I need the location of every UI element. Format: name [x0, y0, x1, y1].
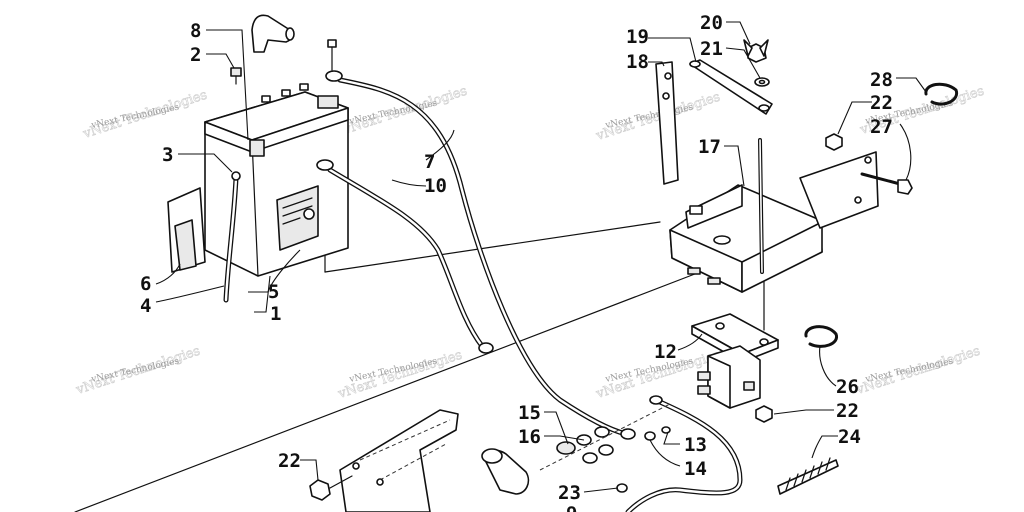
terminal-cap — [249, 139, 265, 157]
watermark: vNext Technologies — [90, 356, 181, 385]
nut — [825, 133, 843, 151]
washer — [754, 77, 770, 87]
callout-7: 7 — [424, 151, 435, 173]
solenoid-cable — [625, 395, 743, 512]
hold-down-strap — [689, 59, 773, 115]
wing-nut — [743, 39, 769, 63]
callout-18: 18 — [626, 51, 649, 73]
callout-8: 8 — [190, 20, 201, 42]
callout-9: 9 — [566, 503, 577, 512]
negative-cable — [316, 159, 494, 354]
callout-15: 15 — [518, 402, 541, 424]
battery-tray — [669, 151, 879, 293]
callout-6: 6 — [140, 273, 151, 295]
callout-17: 17 — [698, 136, 721, 158]
callout-22-left: 22 — [278, 450, 301, 472]
terminal-boot — [251, 14, 295, 53]
callout-13: 13 — [684, 434, 707, 456]
hold-down-rod — [758, 138, 764, 274]
snap-ring-bottom — [804, 325, 839, 348]
callout-14: 14 — [684, 458, 707, 480]
frame-bracket — [339, 409, 459, 512]
frame-nut — [309, 475, 353, 501]
callout-16: 16 — [518, 426, 541, 448]
battery — [204, 83, 349, 277]
cable-screw — [327, 39, 337, 71]
callout-19: 19 — [626, 26, 649, 48]
battery-pad — [167, 187, 206, 273]
callout-10: 10 — [424, 175, 447, 197]
watermark: vNext Technologies — [90, 102, 181, 131]
spring — [777, 457, 839, 495]
callout-26: 26 — [836, 376, 859, 398]
hardware-washers — [539, 403, 671, 493]
terminal-cover — [481, 448, 530, 495]
callout-21: 21 — [700, 38, 723, 60]
callout-5: 5 — [268, 281, 279, 303]
callout-1: 1 — [270, 303, 281, 325]
callout-20: 20 — [700, 12, 723, 34]
callout-2: 2 — [190, 44, 201, 66]
callout-4: 4 — [140, 295, 151, 317]
callout-3: 3 — [162, 144, 173, 166]
positive-cable — [325, 70, 636, 440]
solenoid — [691, 313, 779, 409]
bolt — [860, 172, 913, 195]
leader-lines — [155, 21, 927, 493]
callout-23: 23 — [558, 482, 581, 504]
battery-label — [276, 185, 319, 251]
hold-down-bracket — [655, 61, 679, 185]
snap-ring-top — [924, 82, 959, 106]
callout-22-right: 22 — [836, 400, 859, 422]
callouts: 8 2 3 6 4 5 1 7 10 12 17 19 18 20 21 28 … — [140, 12, 893, 512]
callout-28: 28 — [870, 69, 893, 91]
callout-22-top: 22 — [870, 92, 893, 114]
mount-nut — [755, 405, 773, 423]
callout-12: 12 — [654, 341, 677, 363]
callout-24: 24 — [838, 426, 861, 448]
vent-hose — [223, 171, 241, 303]
terminal-screw — [230, 67, 242, 85]
callout-27: 27 — [870, 116, 893, 138]
